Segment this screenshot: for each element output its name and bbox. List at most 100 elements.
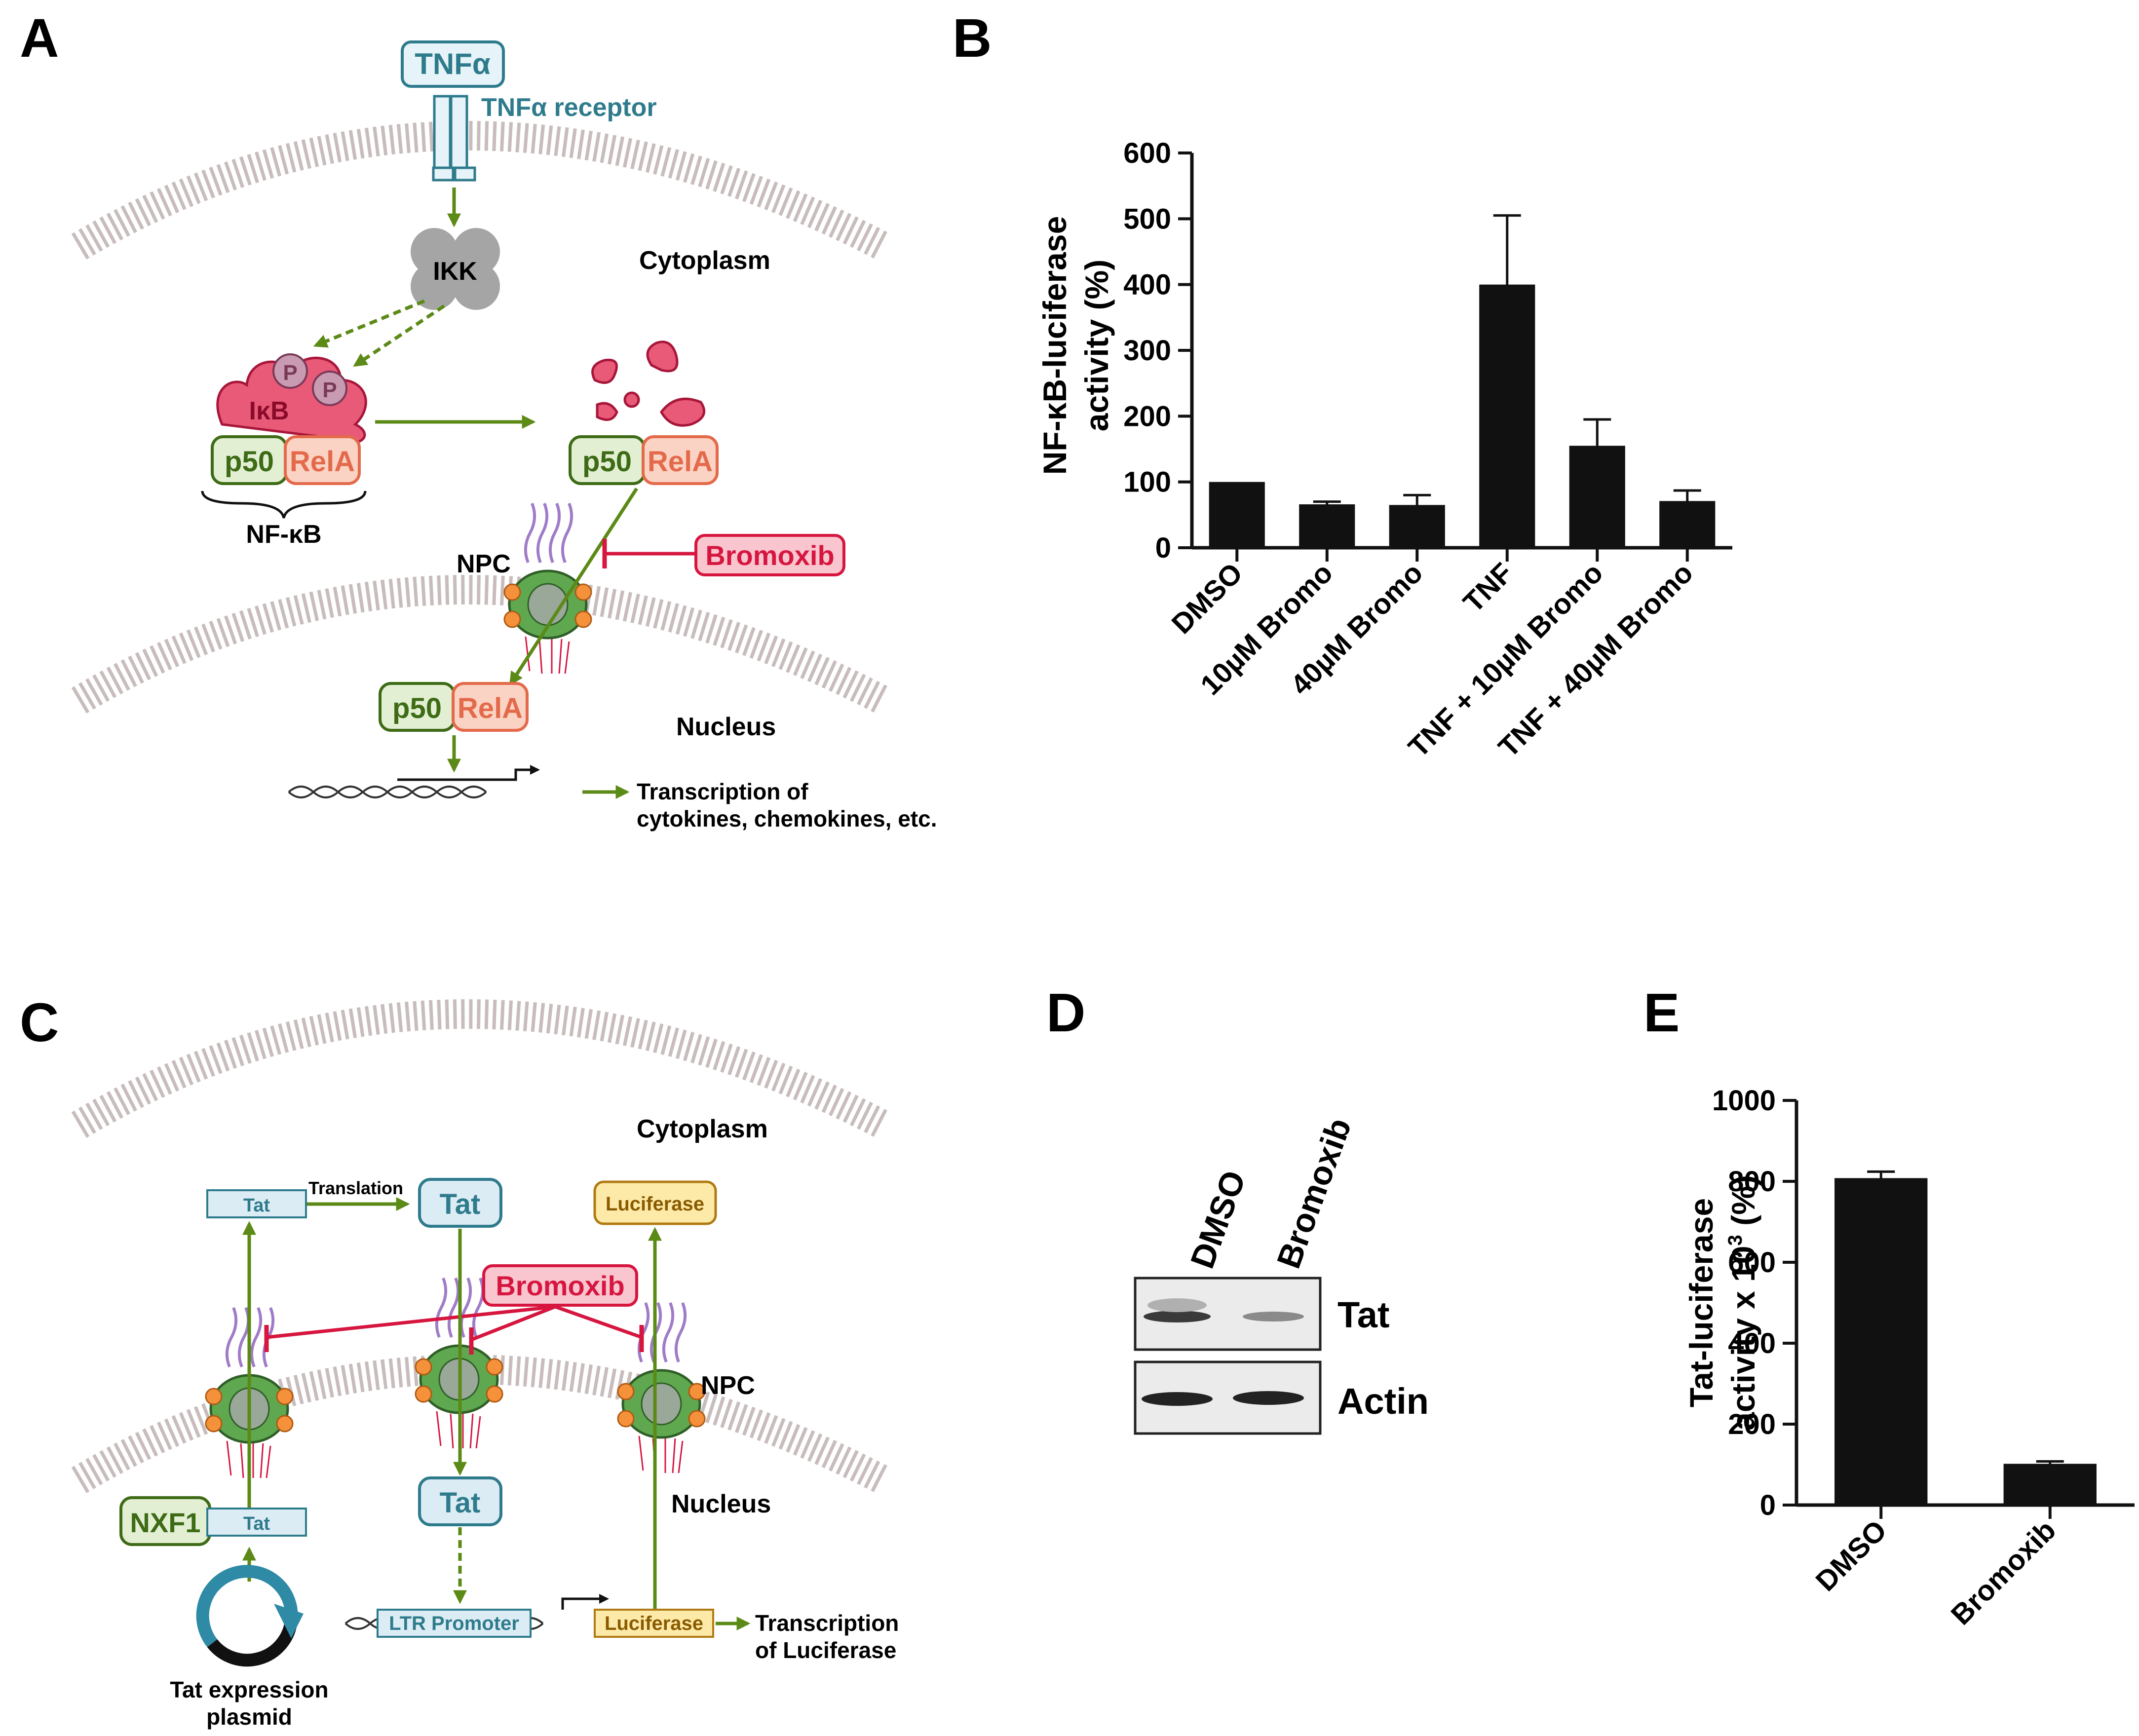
row-label-tat: Tat (1337, 1294, 1390, 1335)
plasmid-label-line2: plasmid (206, 1704, 292, 1730)
inhibition-line-c3 (554, 1305, 643, 1339)
bromoxib-label-a: Bromoxib (705, 540, 834, 571)
ikb-fragments-icon (591, 340, 706, 427)
rela-label: RelA (290, 446, 355, 478)
panel-label-b: B (953, 8, 992, 69)
plasma-membrane (71, 121, 890, 260)
phospho-icon (272, 353, 308, 389)
chart-b-y-tick-label: 500 (1123, 203, 1171, 235)
band-tat-bromoxib (1243, 1312, 1304, 1321)
tss-arrow-c (561, 1594, 609, 1610)
panel-c: C Cytoplasm Tat Translation Tat Lucifera… (20, 992, 899, 1730)
bromoxib-box-a (694, 534, 845, 576)
panel-label-d: D (1046, 982, 1085, 1043)
npc-label-c: NPC (701, 1371, 755, 1400)
arrow-translocation (509, 488, 638, 686)
rela-box (452, 682, 529, 732)
tat-protein-label: Tat (440, 1188, 481, 1220)
nuclear-membrane (71, 575, 890, 714)
phospho-label: P (322, 378, 337, 402)
chart-b-x-tick-label: TNF (1457, 557, 1519, 619)
plasmid-label-line1: Tat expression (170, 1677, 328, 1702)
chart-b-y-tick-label: 200 (1123, 400, 1171, 432)
chart-e-ylabel-pre: activity x 10 (1725, 1245, 1761, 1430)
band-tat-dmso-faint (1147, 1298, 1207, 1312)
chart-b-y-tick-label: 100 (1123, 466, 1171, 498)
chart-b-bar (1209, 482, 1265, 548)
translation-label: Translation (308, 1178, 403, 1198)
nfkb-brace (201, 491, 367, 519)
ltr-promoter-box (377, 1609, 532, 1638)
plasma-membrane-c (71, 999, 890, 1138)
lane-label-bromoxib: Bromoxib (1270, 1113, 1359, 1273)
chart-e-bar (2003, 1464, 2097, 1505)
rela-box (642, 435, 719, 485)
p50-label: p50 (225, 446, 274, 478)
luciferase-protein-label: Luciferase (606, 1193, 704, 1215)
nuclear-membrane-c (71, 1355, 890, 1494)
chart-b-y-tick-label: 400 (1123, 269, 1171, 301)
npc-icon (504, 503, 591, 674)
chart-b-ylabel-line2: activity (%) (1078, 260, 1115, 431)
inhibition-line-c1 (266, 1305, 556, 1339)
chart-e-ylabel-sup: 3 (1724, 1235, 1746, 1245)
nfkb-label: NF-κB (246, 520, 321, 549)
dashed-arrow-1 (313, 299, 425, 348)
transcription-a-line1: Transcription of (637, 779, 808, 804)
tat-mrna-nuclear-box (206, 1508, 307, 1537)
tnfa-receptor-icon (432, 95, 476, 182)
chart-e-ylabel-line2: activity x 103 (%) (1724, 1175, 1761, 1430)
band-actin-dmso (1142, 1392, 1213, 1406)
chart-e-x-tick-label: Bromoxib (1945, 1514, 2062, 1631)
dashed-arrow-2 (353, 304, 445, 367)
transcription-a-line2: cytokines, chemokines, etc. (637, 806, 937, 831)
chart-e-ylabel-post: (%) (1725, 1175, 1761, 1235)
chart-e-y-tick-label: 600 (1728, 1246, 1776, 1279)
chart-b-y-tick-label: 300 (1123, 335, 1171, 367)
chart-b-ylabel-line1: NF-κB-luciferase (1036, 216, 1073, 475)
cytoplasm-label-c: Cytoplasm (637, 1115, 768, 1143)
transcription-c-line1: Transcription (755, 1610, 899, 1636)
chart-e-y-tick-label: 200 (1728, 1408, 1776, 1440)
chart-b-y-tick-label: 0 (1155, 532, 1171, 564)
tnfa-label: TNFα (415, 47, 491, 80)
npc-label-a: NPC (457, 550, 511, 578)
chart-e-y-tick-label: 800 (1728, 1166, 1776, 1198)
chart-e-x-tick-label: DMSO (1809, 1514, 1893, 1597)
panel-label-c: C (20, 992, 59, 1053)
luciferase-protein-box (593, 1180, 717, 1225)
chart-b-bar (1299, 504, 1355, 548)
luciferase-gene-label: Luciferase (605, 1613, 703, 1634)
tat-mrna-nuclear-label: Tat (243, 1513, 270, 1534)
cytoplasm-label-a: Cytoplasm (639, 246, 770, 275)
bromoxib-box-c (482, 1264, 638, 1307)
ikk-label: IKK (433, 257, 477, 286)
p50-label: p50 (582, 446, 632, 478)
chart-e-y-tick-label: 1000 (1712, 1085, 1776, 1117)
chart-e-y-tick-label: 0 (1760, 1489, 1776, 1521)
tat-protein-box (418, 1178, 502, 1228)
nucleus-label-a: Nucleus (676, 713, 776, 741)
band-actin-bromoxib (1233, 1391, 1304, 1405)
panel-a: A TNFα TNFα receptor IKK Cytoplasm (20, 8, 937, 831)
phospho-label: P (283, 361, 297, 385)
panel-label-a: A (20, 8, 59, 69)
panel-label-e: E (1643, 982, 1680, 1043)
band-tat-dmso (1144, 1311, 1211, 1322)
bromoxib-label-c: Bromoxib (496, 1270, 624, 1301)
ikk-complex-icon (411, 228, 500, 310)
ikb-label: IκB (249, 397, 289, 425)
rela-label: RelA (648, 446, 713, 478)
nucleus-label-c: Nucleus (671, 1490, 771, 1518)
lane-label-dmso: DMSO (1184, 1166, 1253, 1273)
npc-icon (618, 1303, 705, 1473)
rela-box (284, 435, 361, 485)
row-label-actin: Actin (1337, 1381, 1429, 1422)
chart-b-x-tick-label: DMSO (1165, 557, 1249, 640)
tat-nuclear-box (418, 1476, 502, 1526)
tnfa-ligand (401, 40, 505, 88)
